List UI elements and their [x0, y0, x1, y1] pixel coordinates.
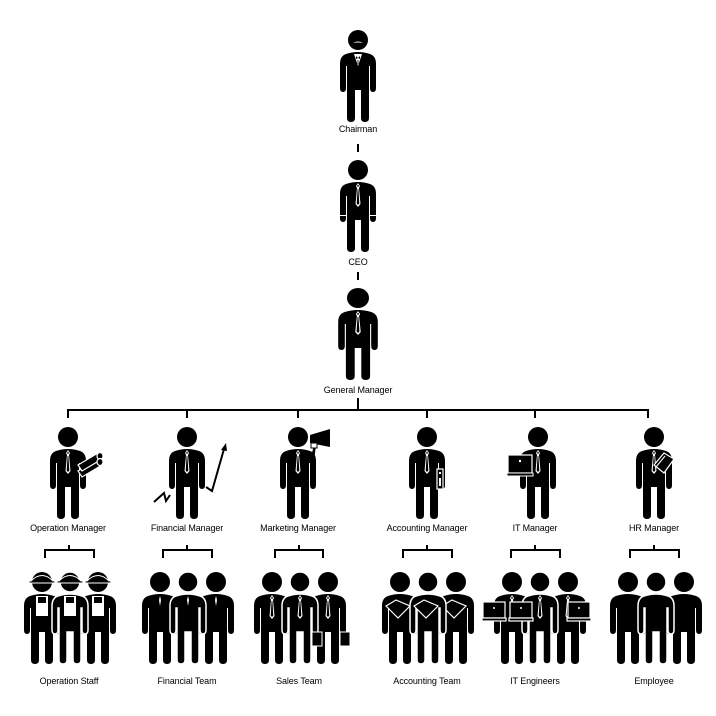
operation-manager-label: Operation Manager	[30, 523, 106, 533]
accounting-manager-node	[407, 427, 451, 521]
it-engineers-node	[482, 572, 592, 668]
chairman-node	[338, 30, 378, 124]
manager-growth-arrow-icon	[153, 427, 227, 519]
workers-hardhat-icon	[24, 571, 116, 665]
ceo-node	[338, 160, 378, 254]
sales-team-label: Sales Team	[276, 676, 322, 686]
general-manager-tie-icon	[338, 288, 378, 380]
operation-staff-label: Operation Staff	[39, 676, 99, 686]
team-plain-icon	[610, 572, 702, 665]
team-laptops-icon	[482, 572, 592, 665]
financial-manager-label: Financial Manager	[150, 523, 224, 533]
manager-megaphone-icon	[280, 427, 330, 519]
financial-team-node	[140, 572, 236, 668]
accounting-team-node	[380, 572, 480, 668]
team-briefcase-icon	[254, 572, 351, 665]
marketing-manager-node	[278, 427, 338, 521]
employee-node	[608, 572, 704, 668]
operation-manager-node	[48, 427, 108, 521]
accounting-manager-label: Accounting Manager	[386, 523, 468, 533]
sales-team-node	[252, 572, 352, 668]
hr-manager-node	[634, 427, 684, 521]
team-folders-icon	[382, 572, 474, 665]
manager-laptop-icon	[506, 427, 556, 519]
it-engineers-label: IT Engineers	[510, 676, 560, 686]
manager-folder-icon	[636, 427, 675, 519]
employee-label: Employee	[634, 676, 674, 686]
accounting-team-label: Accounting Team	[393, 676, 461, 686]
ceo-tie-icon	[340, 160, 376, 252]
financial-team-label: Financial Team	[157, 676, 217, 686]
manager-calculator-icon	[409, 427, 445, 519]
manager-blueprints-icon	[50, 427, 104, 519]
it-manager-label: IT Manager	[512, 523, 558, 533]
chairman-label: Chairman	[338, 124, 378, 134]
chairman-bowtie-mustache-icon	[340, 30, 376, 122]
marketing-manager-label: Marketing Manager	[260, 523, 336, 533]
financial-manager-node	[152, 427, 232, 521]
operation-staff-node	[22, 570, 118, 666]
hr-manager-label: HR Manager	[628, 523, 680, 533]
general-manager-node	[336, 288, 380, 382]
ceo-label: CEO	[348, 257, 368, 267]
it-manager-node	[506, 427, 566, 521]
team-suits-icon	[142, 572, 234, 665]
general-manager-label: General Manager	[323, 385, 393, 395]
